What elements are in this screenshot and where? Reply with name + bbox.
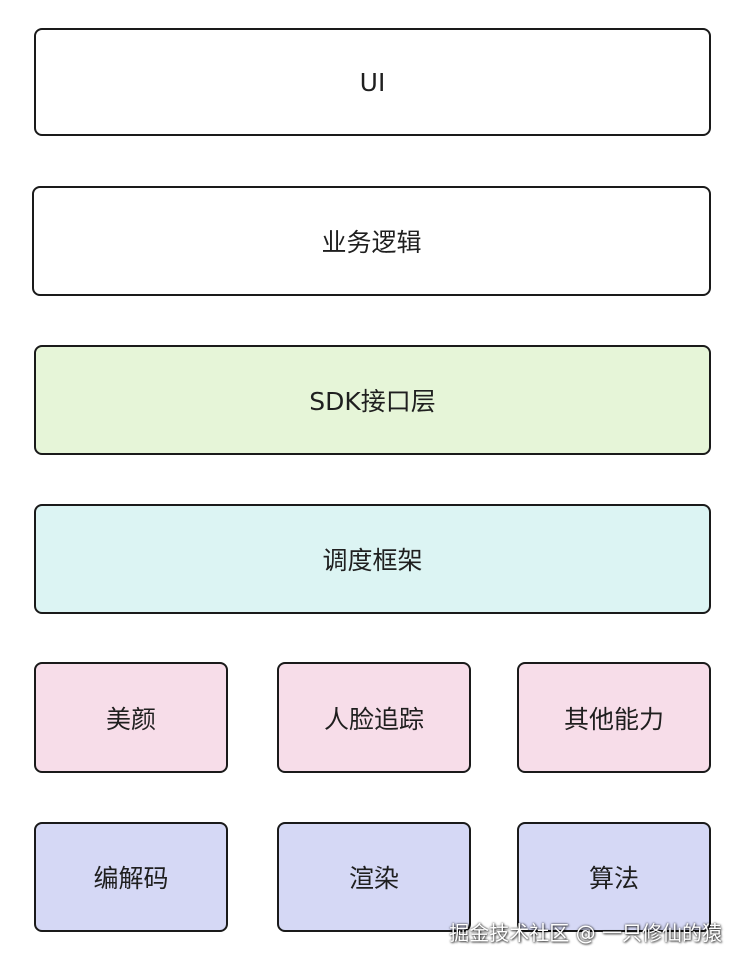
capability-other-abilities: 其他能力 [517,662,711,773]
layer-business-logic-label: 业务逻辑 [321,228,422,257]
base-algorithm-label: 算法 [588,864,639,893]
capability-face-tracking-label: 人脸追踪 [323,704,424,734]
capability-face-tracking: 人脸追踪 [277,662,471,773]
capability-beauty-label: 美颜 [105,704,156,734]
base-codec: 编解码 [34,822,228,932]
base-rendering-label: 渲染 [348,864,399,893]
watermark: 掘金技术社区 @ 一只修仙的猿 [449,921,722,945]
layer-ui-label: UI [359,67,386,97]
layer-scheduling-framework-label: 调度框架 [322,546,423,575]
layer-scheduling-framework: 调度框架 [34,504,711,614]
capability-other-abilities-label: 其他能力 [563,704,664,734]
layer-sdk-interface-label: SDK接口层 [309,387,436,416]
base-algorithm: 算法 [517,822,711,932]
layer-sdk-interface: SDK接口层 [34,345,711,455]
layer-business-logic: 业务逻辑 [32,186,711,296]
layer-ui: UI [34,28,711,136]
base-rendering: 渲染 [277,822,471,932]
capability-beauty: 美颜 [34,662,228,773]
base-codec-label: 编解码 [93,864,169,893]
